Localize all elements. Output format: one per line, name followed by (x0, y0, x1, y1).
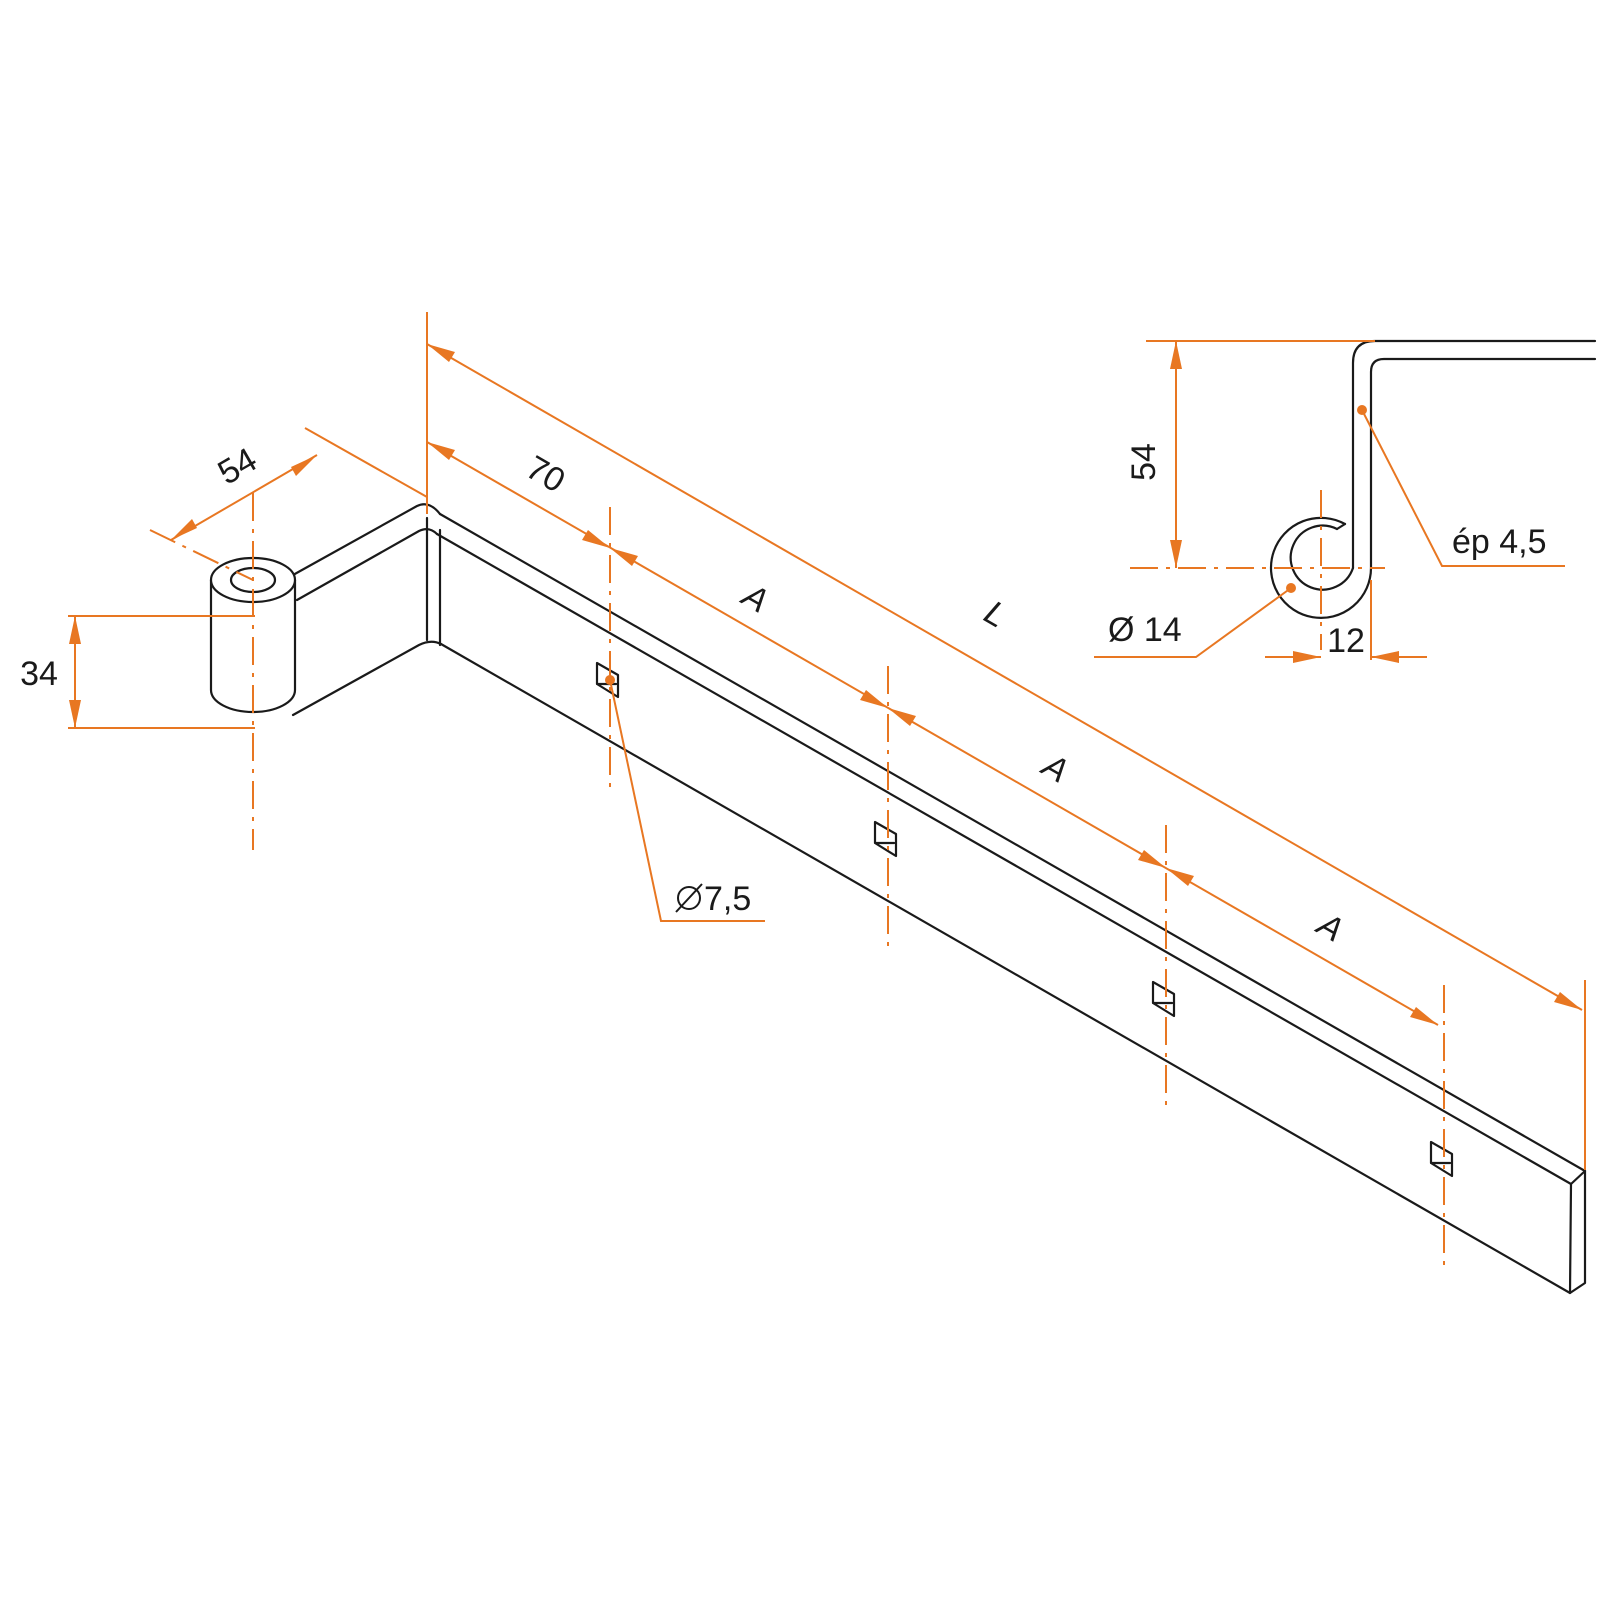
hole-3 (1151, 980, 1176, 1018)
detail-pin-diameter-label: Ø 14 (1108, 611, 1182, 649)
hole-4 (1429, 1140, 1454, 1178)
detail-thickness-label: ép 4,5 (1452, 523, 1547, 561)
center-lines (149, 493, 1445, 1270)
hole-2 (873, 820, 898, 858)
detail-pin-offset-label: 12 (1327, 622, 1365, 660)
profile-detail-labels: 54 ép 4,5 Ø 14 12 (1108, 443, 1547, 660)
spacing-1-label: A (734, 575, 774, 620)
knuckle-offset-label: 54 (212, 441, 264, 493)
first-hole-label: 70 (520, 449, 572, 501)
hole-diameter-symbol (675, 883, 703, 913)
knuckle-height-label: 34 (20, 655, 58, 693)
length-label: L (978, 593, 1013, 635)
detail-offset-label: 54 (1125, 443, 1163, 481)
spacing-2-label: A (1034, 745, 1074, 790)
dimension-arrows (69, 344, 1582, 1025)
hinge-strap-body (291, 503, 1587, 1295)
spacing-3-label: A (1309, 904, 1349, 949)
profile-detail (1094, 339, 1597, 663)
hole-diameter-label: 7,5 (704, 880, 751, 918)
